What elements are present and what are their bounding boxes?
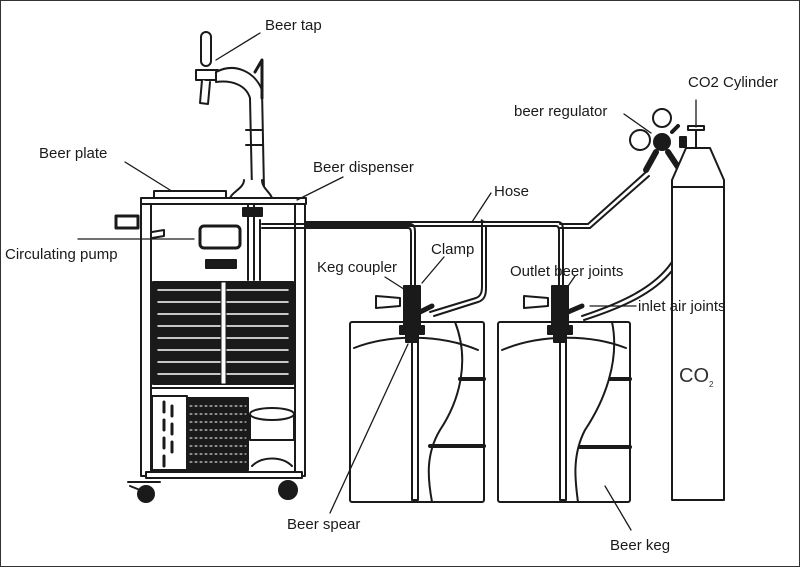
- leader-beer-plate: [124, 161, 171, 191]
- keg-coupler-right: [523, 285, 585, 343]
- label-keg-coupler: Keg coupler: [317, 259, 398, 276]
- beer-plate: [153, 190, 227, 199]
- label-beer-tap: Beer tap: [265, 17, 322, 34]
- leader-beer-keg: [604, 485, 632, 531]
- condenser-grille: [187, 397, 249, 471]
- co2-marking-sub: 2: [709, 380, 714, 389]
- keg-coupler-left: [375, 285, 435, 343]
- label-inlet-air-joints: inlet air joints: [638, 298, 726, 315]
- leader-beer-regulator: [623, 113, 652, 134]
- label-circulating-pump: Circulating pump: [5, 246, 118, 263]
- label-beer-regulator: beer regulator: [514, 103, 608, 120]
- beer-tap-tower: [195, 31, 273, 199]
- beer-regulator: [629, 108, 687, 173]
- beer-dispenser-cabinet: [114, 190, 307, 503]
- condenser-fins: [162, 400, 174, 468]
- leader-keg-coupler: [384, 276, 411, 294]
- label-clamp: Clamp: [431, 241, 475, 258]
- co2-marking-main: CO: [679, 365, 709, 387]
- compressor: [249, 407, 295, 421]
- leader-hose: [471, 192, 492, 223]
- hoses: [261, 169, 693, 321]
- label-beer-spear: Beer spear: [287, 516, 361, 533]
- caster-left: [137, 485, 155, 503]
- leader-outlet-beer-joints: [563, 275, 576, 293]
- leader-lines: [77, 32, 697, 531]
- cylinder-co2-marking: CO2: [679, 365, 713, 389]
- label-co2-cylinder: CO2 Cylinder: [688, 74, 779, 91]
- circulating-pump: [198, 224, 242, 250]
- label-hose: Hose: [494, 183, 530, 200]
- caster-right: [278, 480, 298, 500]
- leader-clamp: [421, 256, 445, 284]
- leader-beer-dispenser: [296, 176, 344, 201]
- beer-keg-left: [349, 321, 486, 503]
- label-beer-dispenser: Beer dispenser: [313, 159, 414, 176]
- grille-dots: [189, 405, 247, 463]
- leader-beer-tap: [215, 32, 261, 61]
- tap-handle: [200, 31, 212, 67]
- leader-beer-spear: [329, 343, 409, 514]
- label-beer-plate: Beer plate: [39, 145, 108, 162]
- label-beer-keg: Beer keg: [610, 537, 671, 554]
- label-outlet-beer-joints: Outlet beer joints: [510, 263, 624, 280]
- beer-keg-right: [497, 321, 632, 503]
